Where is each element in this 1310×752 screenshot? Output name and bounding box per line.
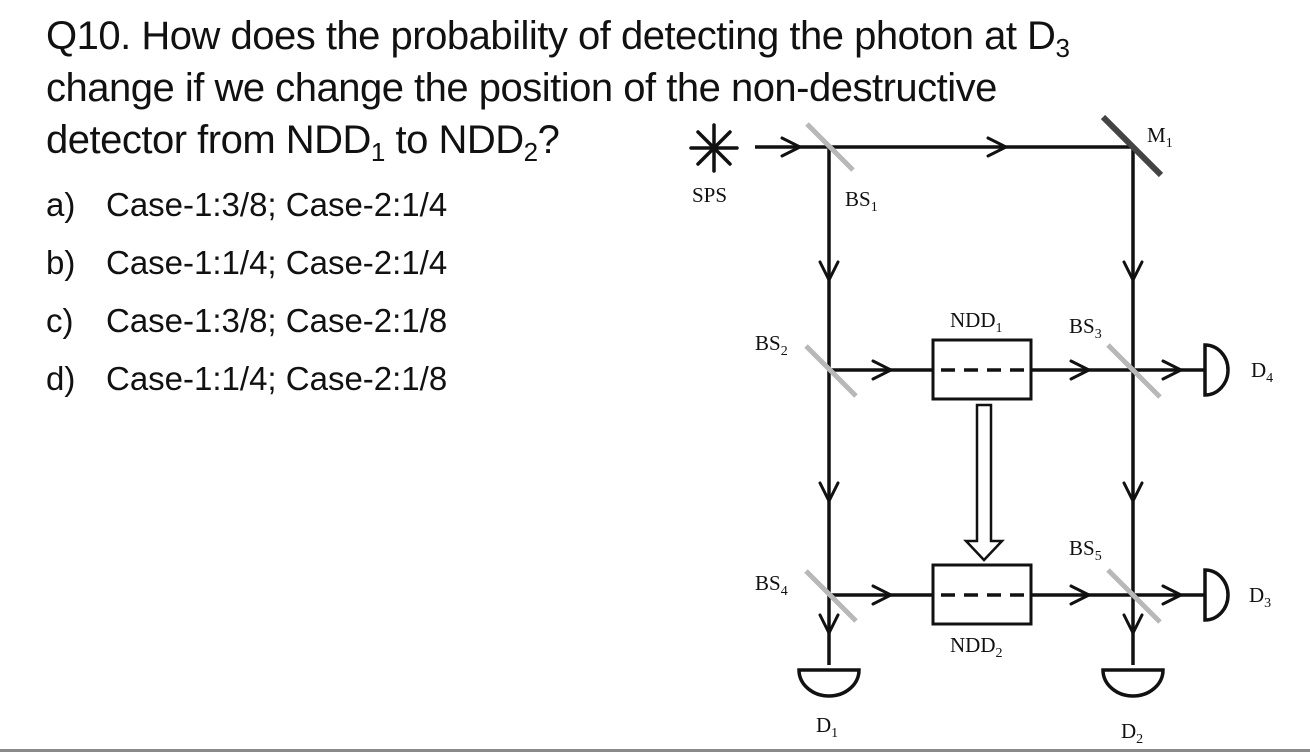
beam-splitter-bs4 [804,569,858,623]
arrow-down-icon [1122,613,1144,637]
ndd2-box [931,563,1033,626]
beam-splitter-bs3 [1106,343,1162,399]
beam-arrows [780,136,1185,637]
label-m1: M1 [1147,123,1173,151]
question-line-2: change if we change the position of the … [46,66,997,110]
label-ndd1: NDD1 [950,308,1003,336]
label-ndd2: NDD2 [950,633,1003,661]
move-down-arrow-icon [963,403,1005,562]
detector-d1-icon [797,668,861,698]
beam-splitter-bs1 [805,122,855,172]
answer-options: a)Case-1:3/8; Case-2:1/4 b)Case-1:1/4; C… [46,176,447,408]
arrow-right-icon [1069,584,1093,606]
label-d4: D4 [1251,358,1273,386]
arrow-right-icon [1161,359,1185,381]
arrow-right-icon [871,584,895,606]
arrow-down-icon [1122,481,1144,505]
ndd1-box [931,338,1033,401]
arrow-right-icon [1161,584,1185,606]
label-bs4: BS4 [755,571,788,599]
photon-source-icon [689,123,739,173]
arrow-down-icon [818,260,840,284]
mirror-m1 [1100,114,1164,178]
label-bs3: BS3 [1069,314,1102,342]
label-d1: D1 [816,713,838,741]
label-bs1: BS1 [845,187,878,215]
label-bs2: BS2 [755,331,788,359]
arrow-right-icon [780,136,804,158]
label-bs5: BS5 [1069,536,1102,564]
arrow-down-icon [1122,260,1144,284]
arrow-right-icon [986,136,1010,158]
option-b[interactable]: b)Case-1:1/4; Case-2:1/4 [46,244,448,281]
label-d2: D2 [1121,719,1143,747]
option-c[interactable]: c)Case-1:3/8; Case-2:1/8 [46,302,448,339]
label-sps: SPS [692,183,727,207]
arrow-right-icon [871,359,895,381]
detector-d2-icon [1101,668,1165,698]
question-line-1: Q10. How does the probability of detecti… [46,14,1070,63]
beam-splitter-bs5 [1106,568,1162,624]
label-d3: D3 [1249,583,1271,611]
beam-splitter-bs2 [804,344,858,398]
detector-d4-icon [1203,343,1230,397]
beam-splitters [804,122,1162,624]
option-a[interactable]: a)Case-1:3/8; Case-2:1/4 [46,186,448,223]
detector-d3-icon [1203,568,1230,622]
question-text: Q10. How does the probability of detecti… [46,10,1070,167]
arrow-down-icon [818,481,840,505]
bottom-divider [0,749,1310,752]
arrow-right-icon [1069,359,1093,381]
question-line-3: detector from NDD1 to NDD2? [46,118,560,167]
arrow-down-icon [818,613,840,637]
option-d[interactable]: d)Case-1:1/4; Case-2:1/8 [46,360,448,397]
